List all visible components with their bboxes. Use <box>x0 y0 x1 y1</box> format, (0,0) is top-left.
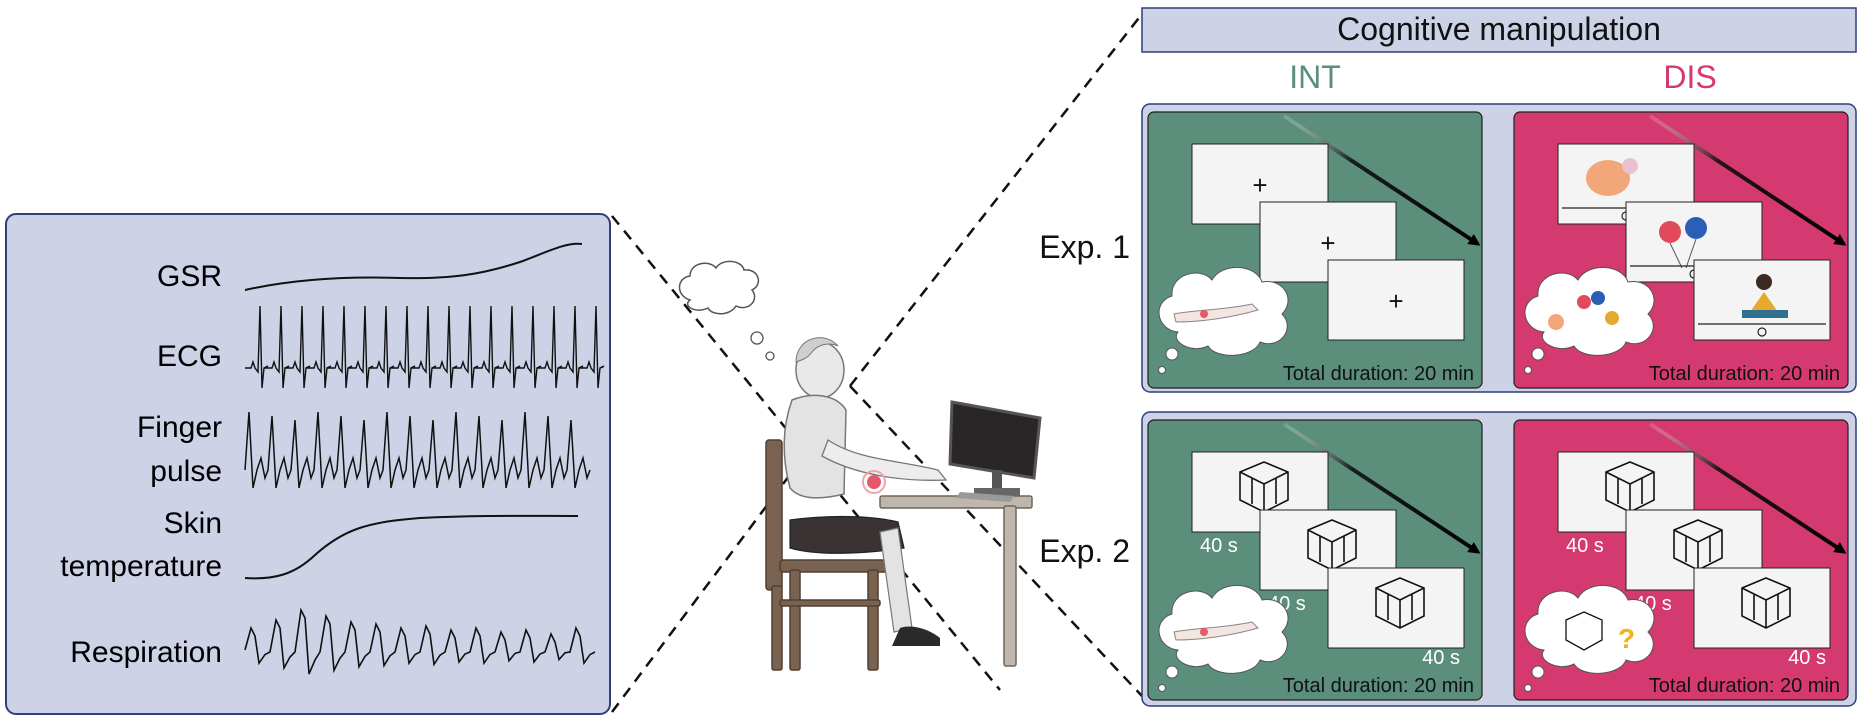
screen-time-label: 40 s <box>1422 647 1460 669</box>
signals-panel: GSR ECG Finger pulse Skin temperature Re… <box>5 213 611 715</box>
thought-bubble-icon: ? <box>1524 585 1655 692</box>
total-duration-label: Total duration: 20 min <box>1649 675 1840 697</box>
panel-exp1-dis: Total duration: 20 min <box>1513 111 1849 389</box>
finger-pulse-trace <box>244 411 591 489</box>
thought-bubble-icon <box>1158 585 1289 692</box>
computer-monitor-icon <box>948 400 1042 502</box>
stimulus-screen-3 <box>1327 567 1465 649</box>
signal-label-respiration: Respiration <box>70 636 222 669</box>
condition-label-int: INT <box>1289 59 1341 95</box>
screen-frame <box>1327 567 1465 649</box>
balloons-icon <box>1659 221 1681 243</box>
yoga-person-icon <box>1756 274 1772 290</box>
fixation-cross-icon: + <box>1388 286 1403 316</box>
stimulus-screen-3 <box>1693 259 1831 341</box>
condition-label-dis: DIS <box>1663 59 1716 95</box>
total-duration-label: Total duration: 20 min <box>1283 675 1474 697</box>
arm-heat-stimulus-icon <box>1173 621 1259 641</box>
connector-head-top <box>849 13 1143 387</box>
screen-frame <box>1693 567 1831 649</box>
signal-label-skin: Skin <box>164 507 222 540</box>
screen-frame <box>1327 259 1465 341</box>
balloons-icon <box>1577 295 1591 309</box>
panel-exp2-dis: 40 s40 s40 s?Total duration: 20 min <box>1513 419 1849 701</box>
thought-bubble-icon <box>1158 267 1289 374</box>
time-arrow-icon <box>1282 422 1481 554</box>
signal-label-finger: Finger <box>137 411 222 444</box>
thought-bubble-icon <box>678 260 760 315</box>
fixation-cross-icon: + <box>1252 170 1267 200</box>
chair-icon <box>765 439 889 671</box>
manipulation-header: Cognitive manipulation INT DIS <box>1141 7 1857 95</box>
screen-time-label: 40 s <box>1200 535 1238 557</box>
thought-bubble-icon <box>1524 267 1655 374</box>
mental-rotation-block-icon <box>1673 519 1723 571</box>
signal-label-gsr: GSR <box>157 260 222 293</box>
mental-rotation-block-icon <box>1375 577 1425 629</box>
ecg-trace <box>245 305 605 389</box>
experiment-label-2: Exp. 2 <box>1039 533 1130 569</box>
connector-signals-bottom <box>611 439 817 713</box>
panel-exp1-int: + + + Total duration: 20 min <box>1147 111 1483 389</box>
mental-rotation-block-icon <box>1741 577 1791 629</box>
manipulation-title-box <box>1141 7 1857 53</box>
time-arrow-icon <box>1648 422 1847 554</box>
mental-rotation-block-icon <box>1605 461 1655 513</box>
mental-rotation-block-icon <box>1307 519 1357 571</box>
person-icon <box>783 337 948 646</box>
skin-temperature-trace <box>244 514 579 580</box>
total-duration-label: Total duration: 20 min <box>1283 363 1474 385</box>
painting-hands-icon <box>1586 160 1630 196</box>
thought-dot-large <box>750 331 764 345</box>
respiration-trace <box>244 607 596 675</box>
stimulus-screen-3: + <box>1327 259 1465 341</box>
experiment-label-1: Exp. 1 <box>1039 229 1130 265</box>
manipulation-title: Cognitive manipulation <box>1337 11 1661 47</box>
gsr-trace <box>244 242 583 291</box>
arm-heat-stimulus-icon <box>1173 303 1259 323</box>
signal-label-temperature: temperature <box>60 550 222 583</box>
mental-rotation-block-icon <box>1239 461 1289 513</box>
connector-head-bottom <box>849 385 1143 697</box>
heat-stimulus-dot <box>867 475 881 489</box>
question-mark-icon: ? <box>1618 623 1635 654</box>
total-duration-label: Total duration: 20 min <box>1649 363 1840 385</box>
fixation-cross-icon: + <box>1320 228 1335 258</box>
time-arrow-icon <box>1648 114 1847 246</box>
stimulus-screen-3 <box>1693 567 1831 649</box>
time-arrow-icon <box>1282 114 1481 246</box>
screen-time-label: 40 s <box>1788 647 1826 669</box>
thought-dot-small <box>765 351 775 361</box>
person-at-computer-icon <box>678 260 1042 671</box>
signal-label-pulse: pulse <box>150 455 222 488</box>
screen-time-label: 40 s <box>1566 535 1604 557</box>
mental-rotation-block-icon <box>1565 611 1603 651</box>
signal-label-ecg: ECG <box>157 340 222 373</box>
